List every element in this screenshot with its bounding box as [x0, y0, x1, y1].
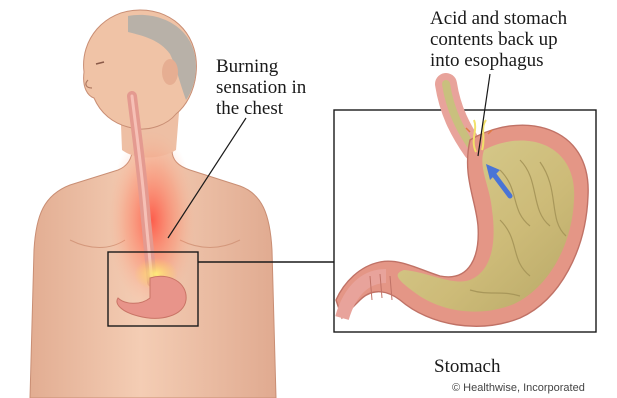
label-burning-sensation: Burning sensation in the chest — [216, 56, 306, 119]
label-stomach: Stomach — [434, 356, 501, 377]
copyright-credit: © Healthwise, Incorporated — [452, 382, 585, 394]
label-acid-backup: Acid and stomach contents back up into e… — [430, 8, 567, 71]
